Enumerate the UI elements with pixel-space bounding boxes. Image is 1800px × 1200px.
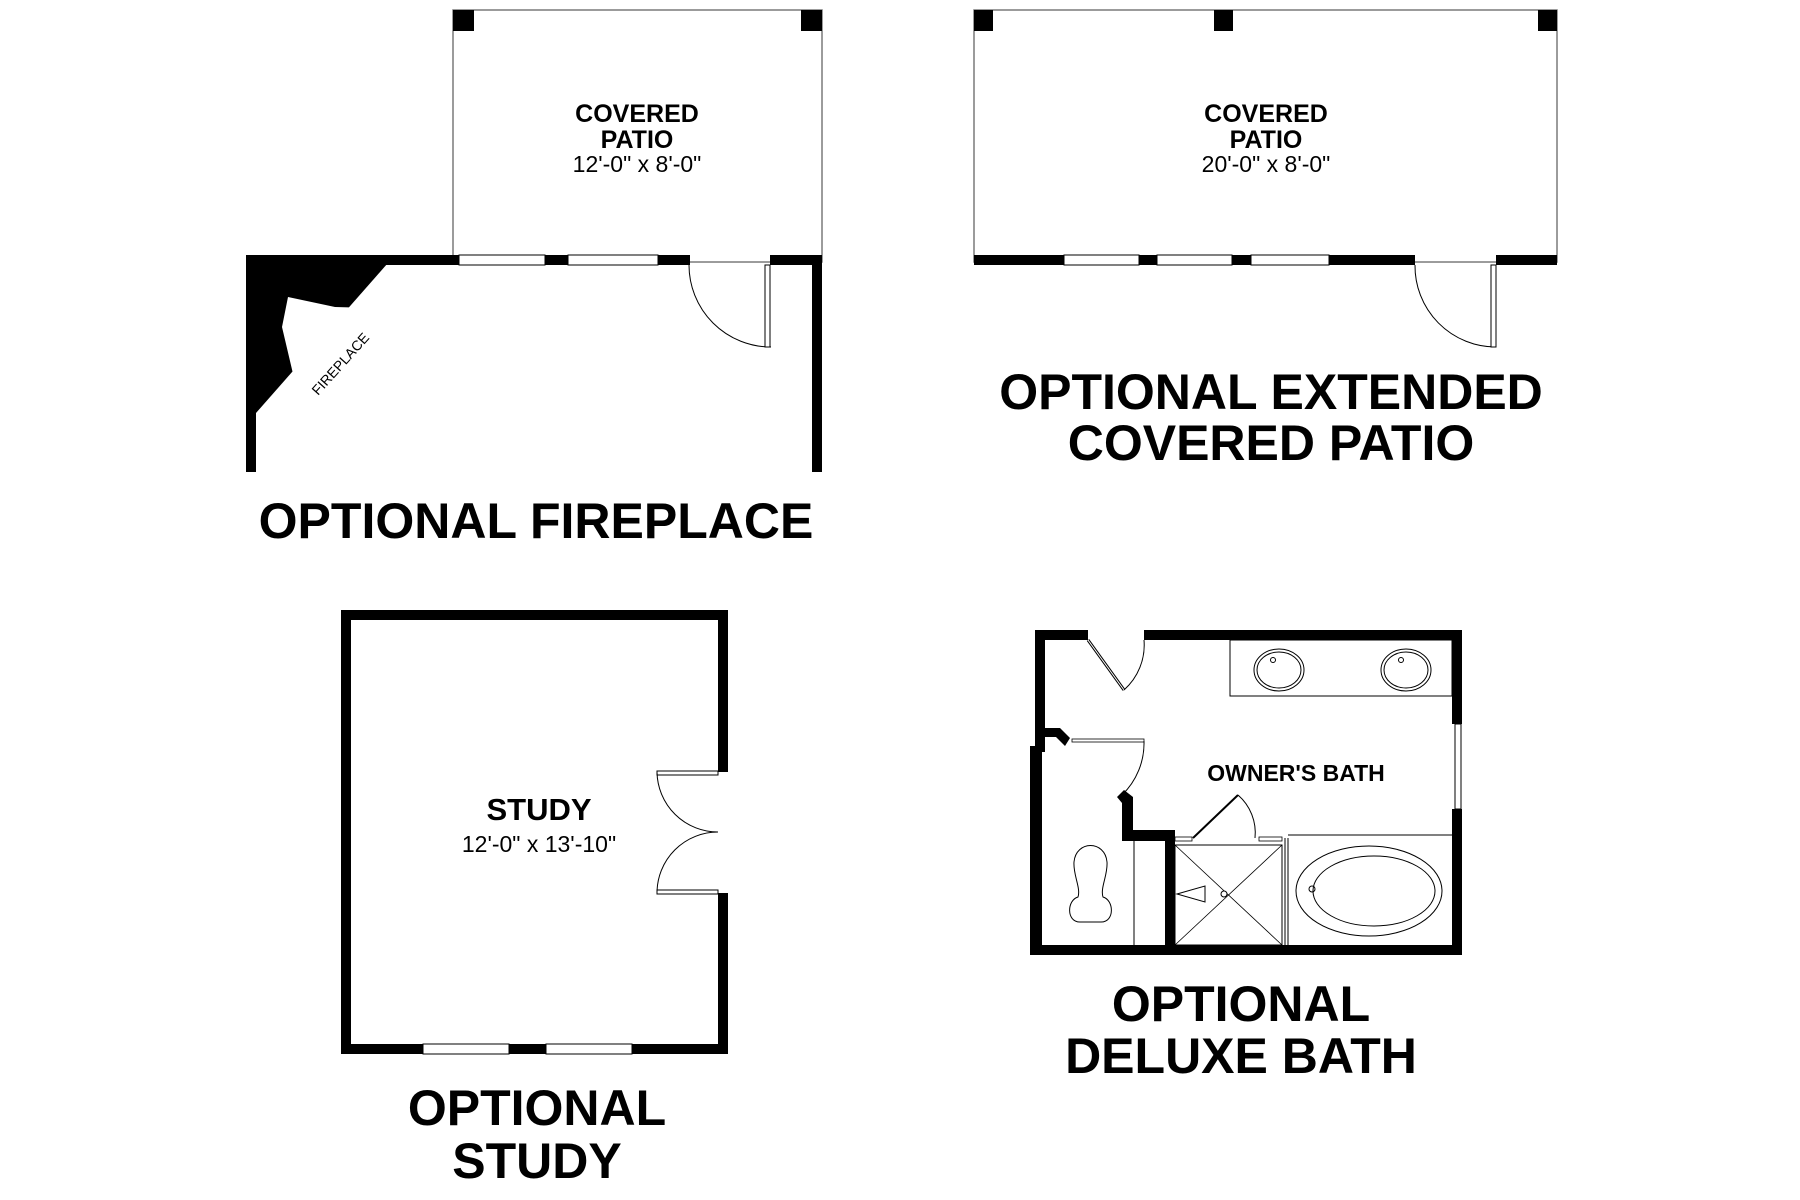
bottom-wall (1030, 945, 1462, 955)
sink-icon (1253, 648, 1305, 692)
door-swing-arc (656, 831, 719, 894)
bottom-wall (509, 1044, 546, 1054)
door-leaf[interactable] (764, 264, 771, 348)
firebox-icon (282, 297, 372, 388)
caption-study-line2: STUDY (452, 1133, 621, 1189)
covered-patio-name-line2: PATIO (601, 126, 674, 154)
vanity-counter (1229, 639, 1453, 697)
right-wall-lower (718, 893, 728, 1054)
window (545, 1043, 633, 1055)
deluxe-bath-option-plan: OWNER'S BATH OPTIONAL DELUXE BATH (1030, 630, 1462, 1084)
top-wall (1035, 630, 1088, 640)
study-option-plan: STUDY 12'-0" x 13'-10" OPTIONAL STUDY (341, 610, 728, 1189)
window (1454, 723, 1462, 810)
shower-head-icon (1175, 885, 1206, 903)
sink-drain (1270, 657, 1276, 663)
tub-drain (1308, 885, 1316, 893)
left-wall-lower (1030, 746, 1042, 954)
bathtub-inner (1312, 855, 1436, 927)
caption-bath-line2: DELUXE BATH (1065, 1028, 1417, 1084)
left-wall (341, 610, 351, 1054)
covered-patio-dimensions: 20'-0" x 8'-0" (1202, 151, 1331, 177)
wc-partition-stub (1042, 728, 1060, 737)
door-leaf-upper[interactable] (656, 770, 719, 776)
door-swing-arc (1123, 639, 1145, 691)
rear-wall (770, 255, 822, 265)
patio-column (801, 10, 822, 31)
shower-drain-icon (1220, 890, 1228, 898)
hearth-line (299, 305, 375, 373)
door-swing-arc (1414, 264, 1497, 348)
covered-patio-name-line1: COVERED (575, 100, 699, 128)
window (458, 254, 546, 266)
rear-wall (1329, 255, 1415, 265)
study-room-dimensions: 12'-0" x 13'-10" (462, 831, 616, 857)
shower-slope-line (1174, 844, 1283, 946)
shower-jamb (1174, 836, 1193, 842)
window (422, 1043, 510, 1055)
rear-wall (658, 255, 690, 265)
covered-patio-name-line2: PATIO (1230, 126, 1303, 154)
caption-bath-line1: OPTIONAL (1112, 976, 1370, 1032)
rear-wall (1232, 255, 1251, 265)
door-leaf[interactable] (1490, 264, 1497, 348)
caption-study-line1: OPTIONAL (408, 1080, 666, 1136)
wc-wall (1117, 790, 1175, 841)
rear-wall (1139, 255, 1157, 265)
patio-column (974, 10, 993, 31)
patio-column (1538, 10, 1557, 31)
caption-extended-line1: OPTIONAL EXTENDED (999, 364, 1543, 420)
caption-extended-line2: COVERED PATIO (1068, 415, 1475, 471)
shower-stall (1174, 844, 1283, 946)
owners-bath-name: OWNER'S BATH (1207, 760, 1385, 786)
window (1250, 254, 1330, 266)
covered-patio-dimensions: 12'-0" x 8'-0" (573, 151, 702, 177)
sink-drain (1398, 657, 1404, 663)
window (1156, 254, 1233, 266)
bottom-wall (341, 1044, 423, 1054)
rear-wall (974, 255, 1064, 265)
wc-door-leaf[interactable] (1071, 738, 1145, 743)
entry-door-leaf-inner (1087, 639, 1125, 691)
door-swing-arc (656, 771, 719, 833)
right-wall (812, 255, 822, 472)
right-wall-upper (1452, 630, 1462, 724)
shower-wall (1165, 830, 1175, 950)
door-leaf-lower[interactable] (656, 889, 719, 895)
right-wall-upper (718, 610, 728, 772)
caption-optional-fireplace: OPTIONAL FIREPLACE (259, 493, 814, 549)
bottom-wall (632, 1044, 728, 1054)
right-wall-lower (1452, 809, 1462, 955)
bathtub-icon (1295, 845, 1443, 937)
window (567, 254, 659, 266)
door-swing-arc (1237, 794, 1256, 839)
sink-inner (1256, 651, 1302, 689)
covered-patio-name-line1: COVERED (1204, 100, 1328, 128)
door-swing-arc (688, 264, 772, 348)
rear-wall (545, 255, 568, 265)
fireplace-option-plan: COVERED PATIO 12'-0" x 8'-0" FIREPLACE O… (246, 9, 823, 549)
study-room-name: STUDY (486, 792, 591, 827)
sink-inner (1383, 651, 1429, 689)
rear-wall (1496, 255, 1557, 265)
shower-door-leaf[interactable] (1192, 794, 1239, 839)
left-wall-upper (1035, 630, 1045, 752)
patio-column (1214, 10, 1233, 31)
top-wall (1144, 630, 1462, 640)
shower-jamb (1258, 836, 1283, 842)
door-swing-arc (1121, 740, 1145, 796)
sink-icon (1380, 648, 1432, 692)
window (1063, 254, 1140, 266)
top-wall (341, 610, 728, 620)
extended-patio-option-plan: COVERED PATIO 20'-0" x 8'-0" OPTIONAL EX… (973, 9, 1558, 471)
toilet-icon (1069, 845, 1112, 923)
patio-column (453, 10, 474, 31)
